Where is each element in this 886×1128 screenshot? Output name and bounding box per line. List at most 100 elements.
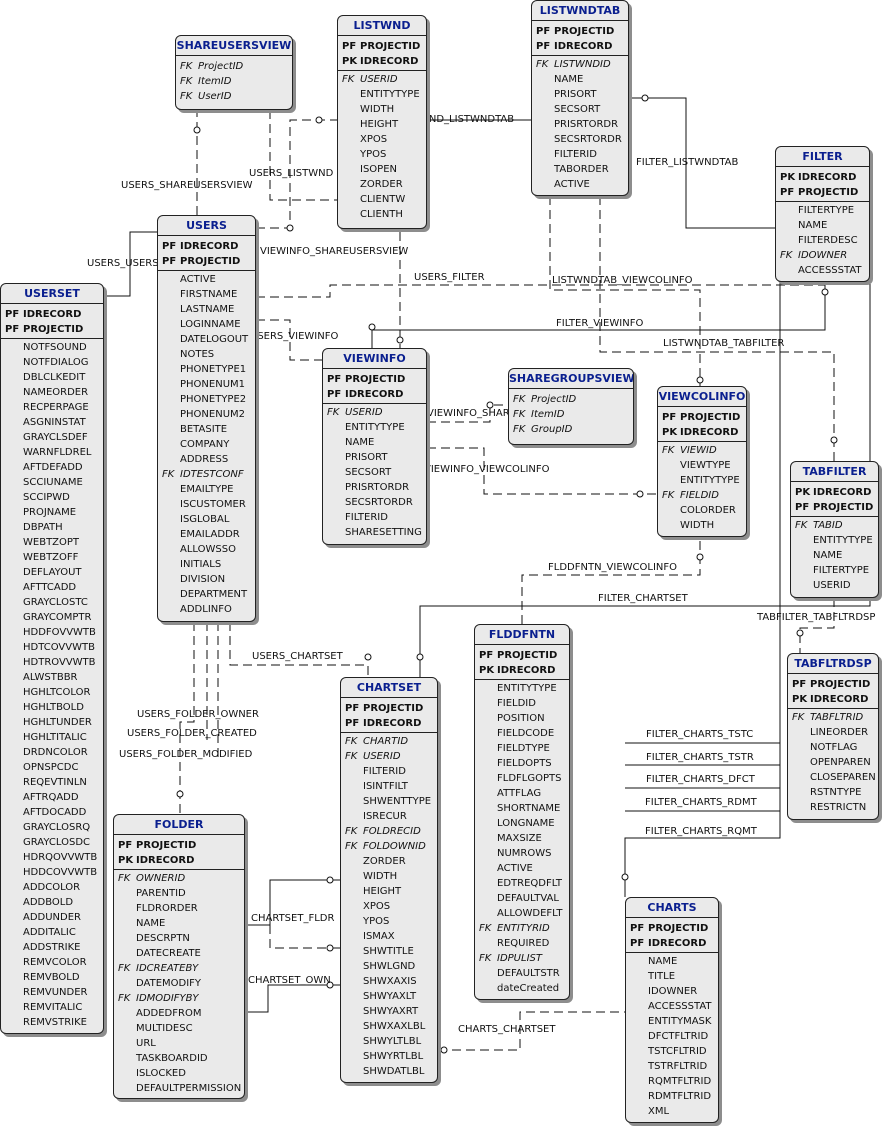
attribute-name: GRAYCOMPTR [23, 612, 92, 623]
attribute-name: ISRECUR [363, 811, 407, 822]
attribute-row: ACTIVE [158, 272, 255, 287]
attribute-name: HDDFOVVWTB [23, 627, 96, 638]
rel-label-users-folder-created: USERS_FOLDER_CREATED [127, 728, 257, 739]
key-marker: FK [118, 963, 131, 974]
attribute-row: ENTITYTYPE [791, 533, 878, 548]
attribute-row: GRAYCLSDEF [1, 430, 103, 445]
key-marker: FK [342, 74, 355, 85]
key-marker: PK [479, 665, 495, 676]
attribute-row: GRAYCLOSDC [1, 835, 103, 850]
attribute-name: AFTRQADD [23, 792, 79, 803]
attribute-name: DFCTFLTRID [648, 1031, 709, 1042]
rel-label-filter-charts-tstc: FILTER_CHARTS_TSTC [646, 729, 754, 740]
line-viewinfo-sharegroups [427, 404, 508, 423]
attribute-row: ACTIVE [475, 861, 569, 876]
attribute-name: TASKBOARDID [136, 1053, 208, 1064]
attribute-name: DRDNCOLOR [23, 747, 88, 758]
attribute-name: IDRECORD [180, 241, 239, 252]
attribute-name: FILTERID [554, 149, 597, 160]
attribute-row: NOTFDIALOG [1, 355, 103, 370]
entity-title: LISTWNDTAB [532, 1, 628, 21]
attribute-row: NOTES [158, 347, 255, 362]
attribute-row: SECSRTORDR [532, 132, 628, 147]
attribute-row: DEFLAYOUT [1, 565, 103, 580]
attribute-row: DATECREATE [114, 946, 244, 961]
optional-marker [368, 323, 376, 331]
attribute-name: HDTCOVVWTB [23, 642, 95, 653]
line-viewinfo-shareusersview [269, 110, 401, 348]
attribute-name: USERID [345, 407, 383, 418]
entity-title: SHAREUSERSVIEW [176, 36, 292, 56]
attribute-name: PROJNAME [23, 507, 77, 518]
attribute-name: HGHLTITALIC [23, 732, 87, 743]
key-marker: PF [630, 938, 645, 949]
attribute-row: WEBTZOPT [1, 535, 103, 550]
key-marker: FK [118, 873, 131, 884]
attribute-row: SHARESETTING [323, 525, 426, 540]
attribute-row: XPOS [341, 899, 437, 914]
attribute-row: SHWDATLBL [341, 1064, 437, 1079]
attribute-row: FILTERID [532, 147, 628, 162]
attribute-name: ACTIVE [180, 274, 216, 285]
attribute-name: SHWYLTLBL [363, 1036, 422, 1047]
optional-marker [636, 490, 644, 498]
rel-label-flddfntn-viewcolinfo: FLDDFNTN_VIEWCOLINFO [548, 562, 678, 573]
attribute-name: ISCUSTOMER [180, 499, 246, 510]
attribute-row: HGHLTUNDER [1, 715, 103, 730]
attribute-row: ENTITYTYPE [475, 681, 569, 696]
attribute-name: SHWYRTLBL [363, 1051, 424, 1062]
attribute-name: IDRECORD [497, 665, 556, 676]
rel-label-viewinfo-viewcolinfo: VIEWINFO_VIEWCOLINFO [424, 464, 550, 475]
key-marker: PK [795, 487, 811, 498]
attribute-row: FILTERID [341, 764, 437, 779]
line-chartset-fldr [245, 879, 340, 926]
attribute-name: NAME [345, 437, 375, 448]
attribute-name: ACTIVE [554, 179, 590, 190]
key-marker: PF [792, 679, 807, 690]
attribute-name: HGHLTBOLD [23, 702, 84, 713]
entity-title: FLDDFNTN [475, 625, 569, 645]
attribute-name: OWNERID [136, 873, 186, 884]
attribute-row: ATTFLAG [475, 786, 569, 801]
rel-label-charts-chartset: CHARTS_CHARTSET [458, 1024, 556, 1035]
key-marker: PF [345, 718, 360, 729]
attribute-row: ADDSTRIKE [1, 940, 103, 955]
key-marker: PK [118, 855, 134, 866]
attribute-name: DIVISION [180, 574, 226, 585]
attribute-name: IDOWNER [798, 250, 848, 261]
attribute-name: LISTWNDID [554, 59, 611, 70]
key-marker: FK [662, 445, 675, 456]
attribute-row: REMVCOLOR [1, 955, 103, 970]
attribute-row: FILTERID [323, 510, 426, 525]
rel-label-filter-charts-rqmt: FILTER_CHARTS_RQMT [645, 826, 757, 837]
attribute-row: NAMEORDER [1, 385, 103, 400]
attribute-row: RSTNTYPE [788, 785, 878, 800]
attribute-row: OPENPAREN [788, 755, 878, 770]
attribute-name: IDRECORD [810, 694, 869, 705]
attribute-name: LONGNAME [497, 818, 555, 829]
